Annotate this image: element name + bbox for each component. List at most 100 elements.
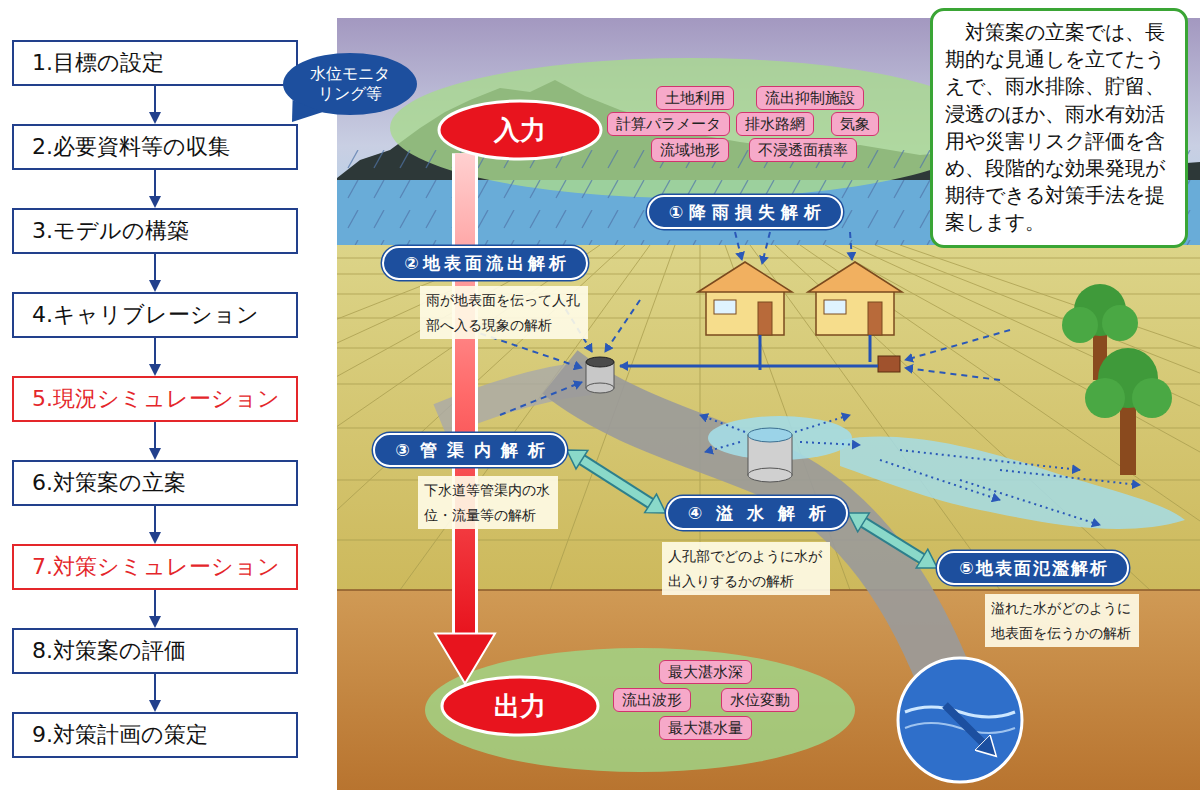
tag-label: 流出抑制施設 — [765, 88, 855, 108]
house — [706, 290, 784, 335]
house — [824, 300, 846, 314]
callout-bubble: 水位モニタリング等 — [283, 53, 417, 115]
house-drain — [869, 335, 872, 362]
tree — [1102, 305, 1138, 341]
runoff-arrows — [905, 330, 1010, 360]
io-label: 出力 — [494, 689, 546, 724]
connector — [155, 422, 156, 448]
analysis-note-box: 人孔部でどのように水が出入りするかの解析 — [662, 542, 830, 595]
process-box: 1.目標の設定 — [12, 40, 298, 86]
process-box: 6.対策案の立案 — [12, 460, 298, 506]
connector-line — [154, 338, 156, 364]
input-tag: 流出抑制施設 — [756, 86, 864, 110]
manhole — [748, 468, 792, 482]
connector-line — [154, 86, 156, 112]
step-label: 2.必要資料等の収集 — [32, 132, 230, 162]
connector — [155, 506, 156, 532]
arrow-outline — [864, 522, 922, 558]
analysis-note: 雨が地表面を伝って人孔部へ入る現象の解析 — [426, 288, 582, 337]
input-tag: 不浸透面積率 — [749, 138, 857, 162]
flood-arrows — [1000, 470, 1140, 485]
process-box: 7.対策シミュレーション — [12, 544, 298, 590]
process-box: 9.対策計画の策定 — [12, 712, 298, 758]
flood-arrows — [705, 442, 740, 452]
connector-line — [154, 422, 156, 448]
input-tag: 土地利用 — [656, 86, 734, 110]
house — [714, 300, 736, 314]
output-region — [425, 648, 855, 772]
scene — [337, 18, 1200, 790]
output-tag: 最大湛水量 — [659, 716, 752, 740]
input-tag: 排水路網 — [736, 112, 814, 136]
tag-label: 最大湛水深 — [668, 662, 743, 682]
process-box: 5.現況シミュレーション — [12, 376, 298, 422]
manhole — [586, 357, 614, 367]
input-tag: 計算パラメータ — [607, 112, 730, 136]
house — [878, 356, 900, 372]
callout-text: 水位モニタリング等 — [308, 64, 393, 104]
step-label: 9.対策計画の策定 — [32, 720, 208, 750]
analysis-label: ①降雨損失解析 — [669, 197, 827, 227]
step-label: 6.対策案の立案 — [32, 468, 186, 498]
tree — [1085, 378, 1125, 418]
output-tag: 流出波形 — [613, 688, 691, 712]
output-tag: 水位変動 — [721, 688, 799, 712]
house — [868, 302, 882, 335]
connector — [582, 460, 651, 504]
house — [758, 302, 772, 335]
analysis-label: ⑤地表面氾濫解析 — [959, 553, 1108, 583]
tree — [1062, 307, 1098, 343]
arrow-outline — [582, 460, 651, 504]
step-label: 1.目標の設定 — [32, 48, 164, 78]
input-ellipse: 入力 — [437, 99, 603, 161]
tag-label: 不浸透面積率 — [758, 140, 848, 160]
connector-line — [864, 522, 922, 558]
analysis-label: ③管渠内解析 — [395, 435, 554, 465]
output-tag: 最大湛水深 — [659, 660, 752, 684]
manhole — [748, 428, 792, 442]
analysis-note-box: 下水道等管渠内の水位・流量等の解析 — [418, 476, 558, 529]
io-label: 入力 — [494, 113, 546, 148]
runoff-arrows — [905, 368, 1000, 380]
runoff-arrows — [605, 300, 640, 352]
input-tag: 気象 — [831, 112, 879, 136]
tree — [1132, 378, 1172, 418]
step-label: 4.キャリブレーション — [32, 300, 259, 330]
tag-label: 流域地形 — [660, 140, 720, 160]
analysis-pill: ③管渠内解析 — [373, 433, 566, 467]
connector-line — [154, 590, 156, 616]
tag-label: 計算パラメータ — [616, 114, 721, 134]
flood-arrows — [900, 450, 1080, 470]
ellipse-fill — [439, 101, 601, 159]
house — [808, 262, 902, 292]
ellipse-fill — [442, 677, 598, 735]
house — [816, 290, 894, 335]
analysis-note: 人孔部でどのように水が出入りするかの解析 — [668, 544, 824, 593]
process-box: 8.対策案の評価 — [12, 628, 298, 674]
connector — [155, 170, 156, 196]
callout-tail — [292, 100, 322, 122]
house-drain — [620, 365, 878, 368]
connector — [155, 674, 156, 700]
runoff-arrows — [500, 382, 582, 415]
sewer-pipe — [945, 705, 985, 745]
connector — [155, 338, 156, 364]
analysis-pill: ②地表面流出解析 — [382, 246, 587, 280]
tag-label: 最大湛水量 — [668, 718, 743, 738]
note-box: 対策案の立案では、長期的な見通しを立てたうえで、雨水排除、貯留、浸透のほか、雨水… — [930, 8, 1188, 248]
house — [698, 262, 792, 292]
tag-label: 流出波形 — [622, 690, 682, 710]
arrow-outline — [452, 153, 478, 633]
tag-label: 水位変動 — [730, 690, 790, 710]
connector-line — [154, 254, 156, 280]
connector — [155, 590, 156, 616]
analysis-label: ④溢水解析 — [688, 498, 840, 528]
tag-label: 排水路網 — [745, 114, 805, 134]
process-box: 2.必要資料等の収集 — [12, 124, 298, 170]
ground-grid — [900, 245, 1200, 590]
output-region — [425, 648, 855, 772]
manhole — [586, 357, 792, 482]
connector-line — [582, 460, 651, 504]
